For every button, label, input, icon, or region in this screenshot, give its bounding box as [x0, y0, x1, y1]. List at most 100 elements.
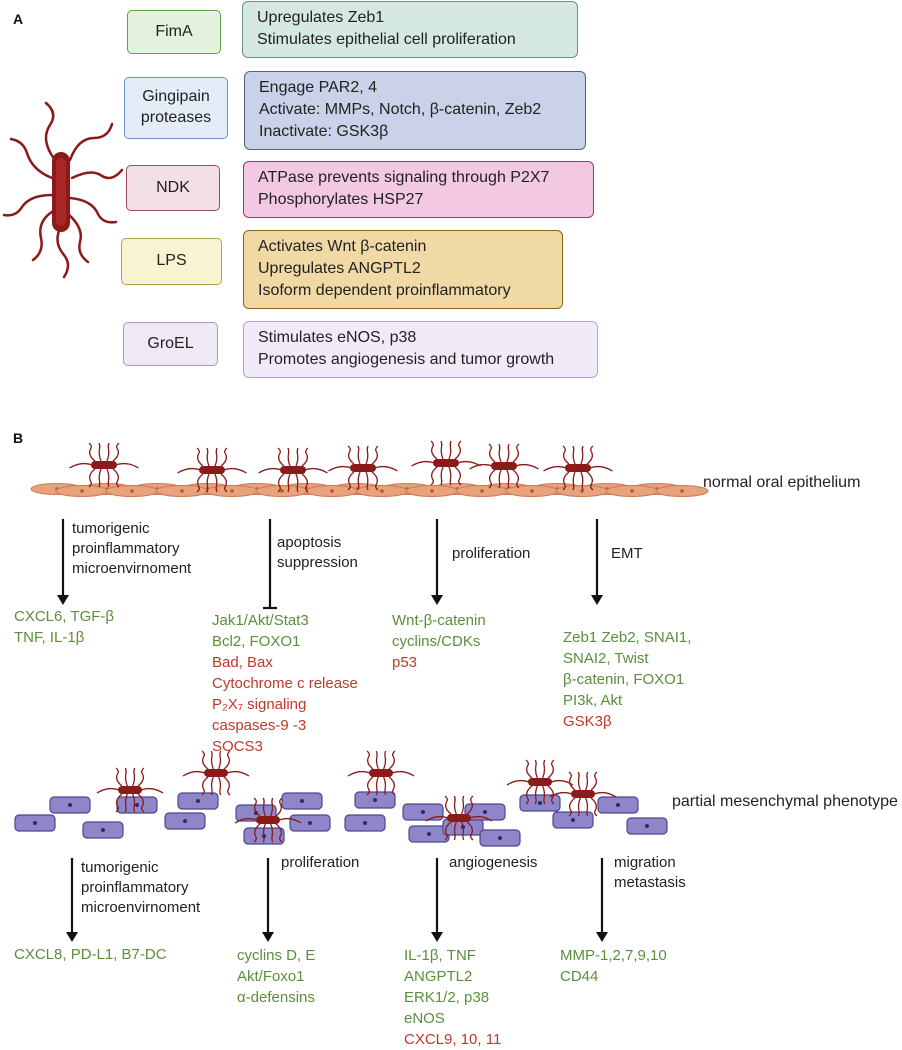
epithelial-cell: [80, 483, 134, 495]
effect-line: Stimulates epithelial cell proliferation: [257, 31, 516, 48]
marker-item: CXCL6, TGF-β: [14, 608, 115, 625]
effect-line: Promotes angiogenesis and tumor growth: [258, 351, 555, 368]
arrow-label-line: metastasis: [614, 874, 686, 891]
factor-box-lps: LPS: [121, 238, 222, 285]
arrow-label-line: apoptosis: [277, 534, 342, 551]
marker-item: Zeb1 Zeb2, SNAI1,: [563, 629, 692, 646]
epithelial-cell: [555, 485, 609, 497]
mesenchymal-cell: [281, 792, 323, 810]
bottom-branch-label-2: angiogenesis: [449, 853, 537, 873]
factor-box-ndk: NDK: [126, 165, 220, 211]
mesenchymal-cell: [235, 804, 277, 822]
epithelial-cell: [405, 485, 459, 497]
bacterium-icon: [347, 750, 415, 796]
factor-label: LPS: [156, 252, 187, 270]
effect-box-gingipain-proteases: Engage PAR2, 4 Activate: MMPs, Notch, β-c…: [244, 71, 586, 150]
bottom-branch-list-0: CXCL8, PD-L1, B7-DC: [14, 944, 167, 965]
marker-item: Wnt-β-catenin: [392, 612, 486, 629]
mesenchymal-cell: [289, 814, 331, 832]
epithelial-cell: [280, 483, 334, 495]
arrow-label-line: microenvirnoment: [72, 560, 192, 577]
arrow-label-line: microenvirnoment: [81, 899, 201, 916]
mesenchymal-cell: [479, 829, 521, 847]
epithelial-cell: [255, 485, 309, 497]
marker-item: eNOS: [404, 1010, 445, 1027]
normal-epithelium-label: normal oral epithelium: [703, 474, 861, 491]
mesenchymal-cell: [354, 791, 396, 809]
marker-item: CXCL9, 10, 11: [404, 1031, 502, 1048]
bottom-branch-label-3: migration metastasis: [614, 853, 686, 893]
arrow-label-line: proinflammatory: [72, 540, 180, 557]
bacterium-icon: [177, 447, 247, 493]
mesenchymal-cell: [14, 814, 56, 832]
marker-item: caspases-9 -3: [212, 717, 307, 734]
mesenchymal-cell: [442, 818, 484, 836]
arrow-label-line: proinflammatory: [81, 879, 189, 896]
arrow-label-line: tumorigenic: [72, 520, 150, 537]
mesenchymal-cell: [552, 811, 594, 829]
mesenchymal-cell: [243, 827, 285, 845]
epithelial-cell: [605, 485, 659, 497]
epithelial-cell: [55, 485, 109, 497]
marker-item: PI3k, Akt: [563, 692, 623, 709]
effect-line: Upregulates Zeb1: [257, 9, 385, 26]
epithelial-cell: [455, 485, 509, 497]
bacterium-icon: [411, 440, 481, 486]
bacterium-icon: [425, 795, 493, 841]
mesenchymal-cell: [177, 792, 219, 810]
epithelial-cell: [105, 485, 159, 497]
panel-a-letter: A: [13, 11, 24, 27]
effect-line: Stimulates eNOS, p38: [258, 329, 417, 346]
effect-line: Activate: MMPs, Notch, β-catenin, Zeb2: [259, 101, 542, 118]
marker-item: CD44: [560, 968, 599, 985]
effect-line: ATPase prevents signaling through P2X7: [258, 169, 550, 186]
mesenchymal-cell: [116, 796, 158, 814]
arrow-label-line: proliferation: [281, 854, 360, 871]
marker-item: SNAI2, Twist: [563, 650, 649, 667]
marker-item: IL-1β, TNF: [404, 947, 476, 964]
marker-item: GSK3β: [563, 713, 612, 730]
marker-item: Akt/Foxo1: [237, 968, 305, 985]
epithelial-cell: [130, 483, 184, 495]
marker-item: cyclins D, E: [237, 947, 316, 964]
marker-item: TNF, IL-1β: [14, 629, 85, 646]
bacterium-icon: [182, 750, 250, 796]
arrow-label-line: migration: [614, 854, 676, 871]
epithelial-cell: [205, 485, 259, 497]
marker-item: ERK1/2, p38: [404, 989, 490, 1006]
top-branch-label-3: EMT: [611, 544, 643, 564]
marker-item: Jak1/Akt/Stat3: [212, 612, 309, 629]
mesenchymal-label: partial mesenchymal phenotype: [672, 793, 898, 810]
marker-item: Bcl2, FOXO1: [212, 633, 301, 650]
epithelial-cell: [480, 483, 534, 495]
epithelial-cell: [330, 483, 384, 495]
effect-line: Isoform dependent proinflammatory: [258, 282, 511, 299]
arrow-label-line: tumorigenic: [81, 859, 159, 876]
mesenchymal-cell: [344, 814, 386, 832]
marker-item: CXCL8, PD-L1, B7-DC: [14, 946, 167, 963]
marker-item: β-catenin, FOXO1: [563, 671, 685, 688]
marker-item: P₂X₇ signaling: [212, 696, 307, 713]
panel-b-letter: B: [13, 430, 24, 446]
epithelial-cell: [230, 483, 284, 495]
arrow-label-line: proliferation: [452, 545, 531, 562]
mesenchymal-cell: [597, 796, 639, 814]
arrow-label-line: suppression: [277, 554, 358, 571]
mesenchymal-cell: [82, 821, 124, 839]
mesenchymal-cell: [164, 812, 206, 830]
mesenchymal-cell: [519, 794, 561, 812]
effect-line: Engage PAR2, 4: [259, 79, 378, 96]
top-branch-label-2: proliferation: [452, 544, 530, 564]
factor-box-groel: GroEL: [123, 322, 218, 366]
marker-item: SOCS3: [212, 738, 263, 755]
marker-item: cyclins/CDKs: [392, 633, 481, 650]
bacterium-icon: [506, 759, 574, 805]
mesenchymal-cell: [49, 796, 91, 814]
bacterium-icon: [234, 797, 302, 843]
bottom-branch-label-0: tumorigenic proinflammatory microenvirnome…: [81, 858, 200, 918]
